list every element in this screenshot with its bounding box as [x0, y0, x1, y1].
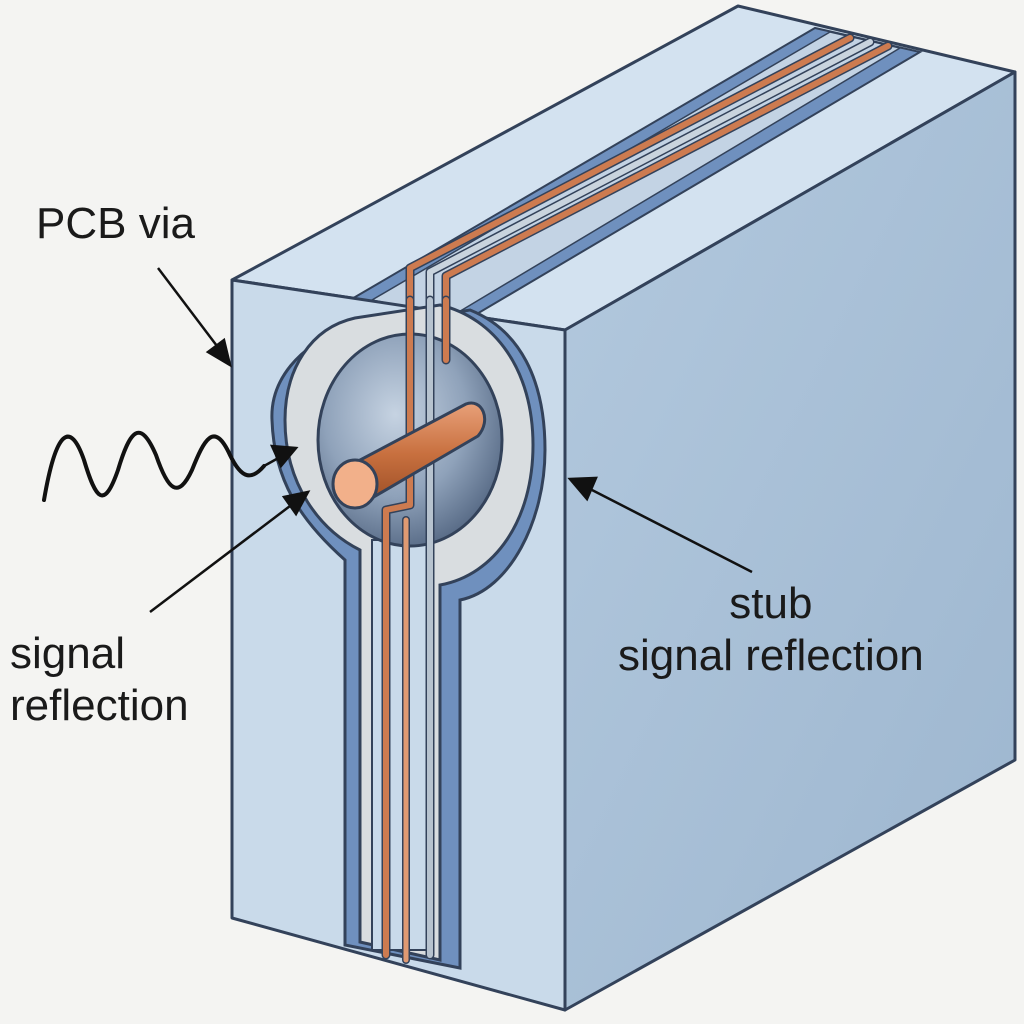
- copper-pin: [331, 401, 487, 510]
- via-barrel-strip: [371, 539, 429, 951]
- signal-reflection-line-1: signal: [10, 629, 125, 678]
- pcb-via-label-text: PCB via: [36, 199, 195, 248]
- arrow-signal-reflection-head: [281, 490, 311, 517]
- copper-traces: [381, 33, 893, 964]
- signal-reflection-line-2: reflection: [10, 681, 189, 730]
- stub-signal-reflection-label: stub signal reflection: [618, 578, 924, 682]
- arrow-pcb-via: [157, 267, 221, 351]
- arrow-signal-in-head: [269, 444, 299, 469]
- stub-label-line-1: stub: [729, 579, 813, 628]
- signal-reflection-label: signal reflection: [10, 628, 189, 732]
- annotation-arrows: [149, 267, 753, 613]
- pcb-via-label: PCB via: [36, 198, 195, 250]
- arrow-stub-reflection-head: [567, 476, 598, 502]
- signal-wave-icon: [42, 430, 266, 502]
- stub-label-line-2: signal reflection: [618, 631, 924, 680]
- arrow-stub-reflection: [591, 488, 753, 574]
- arrow-pcb-via-head: [205, 337, 232, 368]
- arrow-signal-reflection: [149, 505, 291, 613]
